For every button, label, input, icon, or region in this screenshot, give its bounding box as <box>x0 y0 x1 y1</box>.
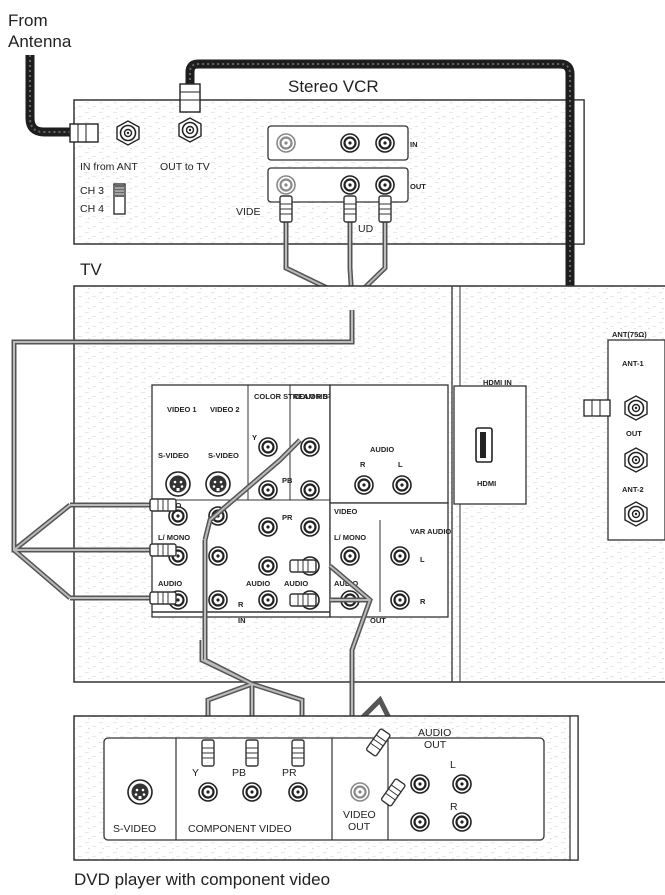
tv-out-label: OUT <box>370 616 386 625</box>
tv-color-stream-1-label: COLOR STREAM HD-1 <box>254 392 334 401</box>
vcr-out-label: OUT <box>410 182 426 191</box>
vcr-in-audio-l-jack[interactable] <box>339 132 361 154</box>
tv-out-video-label: VIDEO <box>334 507 358 516</box>
tv-video2-r-jack[interactable] <box>207 589 229 611</box>
tv-var-l-jack[interactable] <box>389 545 411 567</box>
dvd-video-out-label-1: VIDEO <box>343 809 376 821</box>
tv-var-r-jack[interactable] <box>389 589 411 611</box>
vcr-av-out-block <box>267 167 409 203</box>
tv-ant1-jack[interactable] <box>624 395 648 421</box>
tv-hd1-pr-jack[interactable] <box>257 516 279 538</box>
dvd-pr-jack[interactable] <box>287 781 309 803</box>
vcr-out-video-jack[interactable] <box>275 174 297 196</box>
vcr-out-to-tv-jack[interactable] <box>178 83 202 143</box>
tv-video2-label: VIDEO 2 <box>210 405 240 414</box>
dvd-audio-r-jack[interactable] <box>409 811 431 833</box>
tv-var-r-label: R <box>420 597 426 606</box>
tv-video2-l-jack[interactable] <box>207 545 229 567</box>
vcr-ch3-label: CH 3 <box>80 185 104 197</box>
vcr-in-label: IN <box>410 140 418 149</box>
dvd-audio-out-label-1: AUDIO <box>418 727 451 739</box>
tv-hd1-pb-jack[interactable] <box>257 479 279 501</box>
vcr-title: Stereo VCR <box>288 77 379 96</box>
tv-ant-out-label: OUT <box>626 429 642 438</box>
dvd-jack-panel <box>103 737 545 841</box>
vcr-out-to-tv-label: OUT to TV <box>160 161 210 173</box>
tv-pb-label: PB <box>282 476 293 485</box>
vcr-audio-partial-label: UD <box>358 223 374 235</box>
vcr-channel-switch[interactable] <box>113 183 126 215</box>
tv-hd2-y-jack[interactable] <box>299 436 321 458</box>
tv-audio-block <box>329 384 449 504</box>
tv-ant-out-jack[interactable] <box>624 447 648 473</box>
vcr-video-partial-label: VIDE <box>236 206 261 218</box>
tv-svideo2-label: S-VIDEO <box>208 451 239 460</box>
tv-svideo1-label: S-VIDEO <box>158 451 189 460</box>
tv-audio-r-label: R <box>360 460 366 469</box>
tv-hd2-pr-jack[interactable] <box>299 516 321 538</box>
dvd-component-video-label: COMPONENT VIDEO <box>188 823 292 835</box>
vcr-out-audio-l-jack[interactable] <box>339 174 361 196</box>
dvd-audio-out-label-2: OUT <box>424 739 447 751</box>
tv-var-l-label: L <box>420 555 425 564</box>
dvd-pr-label: PR <box>282 767 297 779</box>
tv-audio-in-label: AUDIO <box>158 579 182 588</box>
vcr-in-from-ant-jack[interactable] <box>69 120 140 146</box>
tv-out-lmono-label: L/ MONO <box>334 533 366 542</box>
tv-hd2-pb-jack[interactable] <box>299 479 321 501</box>
vcr-in-video-jack[interactable] <box>275 132 297 154</box>
vcr-in-audio-r-jack[interactable] <box>374 132 396 154</box>
tv-hdmi-in-label: HDMI IN <box>483 378 512 387</box>
tv-hd1-y-jack[interactable] <box>257 436 279 458</box>
dvd-svideo-jack[interactable] <box>127 779 153 805</box>
dvd-pb-label: PB <box>232 767 246 779</box>
tv-pr-label: PR <box>282 513 293 522</box>
tv-svideo2-jack[interactable] <box>205 471 231 497</box>
vcr-out-audio-r-jack[interactable] <box>374 174 396 196</box>
tv-audio-l-jack[interactable] <box>391 474 413 496</box>
dvd-audio-l-jack[interactable] <box>409 773 431 795</box>
tv-ant2-label: ANT-2 <box>622 485 644 494</box>
tv-in-label: IN <box>238 616 246 625</box>
tv-title: TV <box>80 260 102 279</box>
antenna-label-line1: From <box>8 11 48 30</box>
dvd-y-jack[interactable] <box>197 781 219 803</box>
tv-svideo1-jack[interactable] <box>165 471 191 497</box>
tv-audio-top-label: AUDIO <box>370 445 394 454</box>
tv-r-label-1: R <box>238 600 244 609</box>
tv-audio-mid-label-1: AUDIO <box>246 579 270 588</box>
dvd-y-label: Y <box>192 767 199 779</box>
tv-audio-l-label: L <box>398 460 403 469</box>
tv-audio-r-jack[interactable] <box>353 474 375 496</box>
dvd-audio-r-label: R <box>450 801 458 813</box>
tv-ant2-jack[interactable] <box>624 501 648 527</box>
dvd-audio-l-label: L <box>450 759 456 771</box>
dvd-caption: DVD player with component video <box>74 870 330 889</box>
tv-input-panel <box>151 384 331 618</box>
vcr-in-from-ant-label: IN from ANT <box>80 161 138 173</box>
tv-var-audio-label: VAR AUDIO <box>410 527 451 536</box>
antenna-cable <box>25 55 80 137</box>
tv-ant1-label: ANT-1 <box>622 359 644 368</box>
tv-lmono-in-label: L/ MONO <box>158 533 190 542</box>
tv-out-l-jack[interactable] <box>339 545 361 567</box>
dvd-to-tv-component-cable <box>199 438 305 720</box>
tv-ant75-label: ANT(75Ω) <box>612 330 647 339</box>
dvd-svideo-label: S-VIDEO <box>113 823 156 835</box>
tv-hd1-audio-l-jack[interactable] <box>257 555 279 577</box>
dvd-video-out-label-2: OUT <box>348 821 371 833</box>
tv-audio-mid-label-2: AUDIO <box>284 579 308 588</box>
tv-hdmi-logo: HDMI <box>477 479 496 488</box>
dvd-pb-jack[interactable] <box>241 781 263 803</box>
vcr-ch4-label: CH 4 <box>80 203 104 215</box>
antenna-label-line2: Antenna <box>8 32 72 51</box>
tv-out-audio-label: AUDIO <box>334 579 358 588</box>
tv-y-label: Y <box>252 433 257 442</box>
dvd-video-out-jack[interactable] <box>349 781 371 803</box>
vcr-av-in-block <box>267 125 409 161</box>
tv-hd1-audio-r-jack[interactable] <box>257 589 279 611</box>
tv-hdmi-jack[interactable] <box>475 427 493 463</box>
tv-video1-label: VIDEO 1 <box>167 405 197 414</box>
